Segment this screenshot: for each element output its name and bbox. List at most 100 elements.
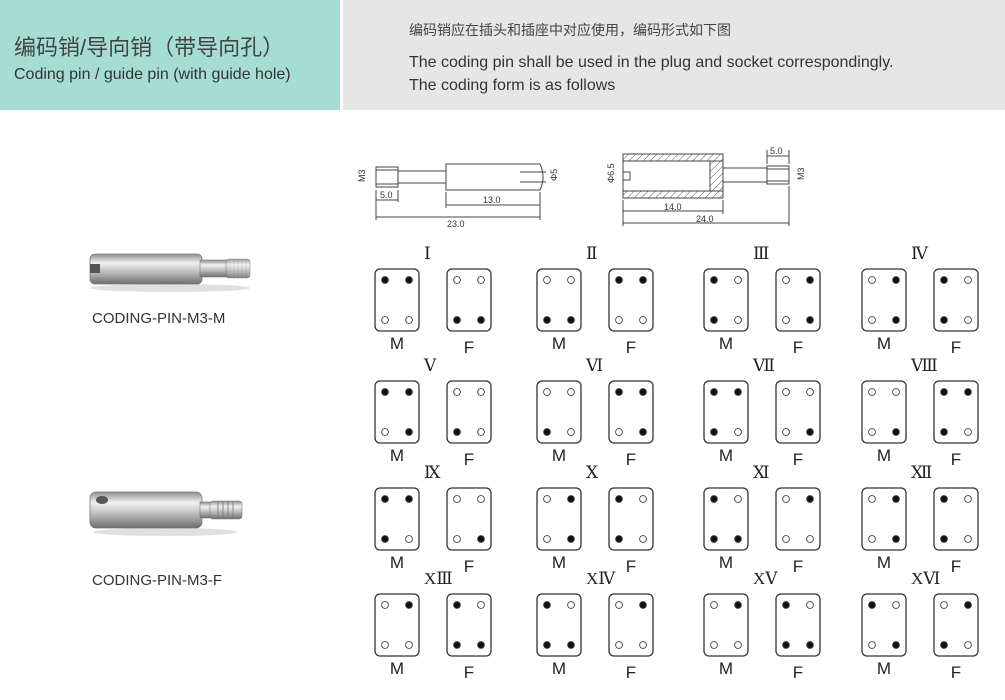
- female-label: F: [463, 450, 475, 469]
- code-roman-numeral: XⅥ: [911, 569, 941, 588]
- coding-pin-dot: [405, 428, 413, 436]
- connector-outline: [933, 268, 979, 332]
- connector-outline: [861, 593, 907, 657]
- empty-hole-dot: [734, 495, 742, 503]
- empty-hole-dot: [782, 428, 790, 436]
- code-roman-numeral: Ⅲ: [753, 244, 770, 263]
- coding-pin-dot: [453, 601, 461, 609]
- empty-hole-dot: [543, 388, 551, 396]
- empty-hole-dot: [782, 535, 790, 543]
- coding-pin-dot: [543, 641, 551, 649]
- coding-pin-dot: [710, 535, 718, 543]
- female-connector-pattern: [775, 487, 821, 551]
- female-connector-pattern: [608, 380, 654, 444]
- empty-hole-dot: [405, 641, 413, 649]
- connector-outline: [536, 487, 582, 551]
- connector-outline: [608, 593, 654, 657]
- header-title-panel: 编码销/导向销（带导向孔） Coding pin / guide pin (wi…: [0, 0, 340, 110]
- male-connector-pattern: [374, 593, 420, 657]
- connector-outline: [703, 380, 749, 444]
- connector-outline: [861, 380, 907, 444]
- male-connector-pattern: [374, 380, 420, 444]
- coding-pin-dot: [381, 388, 389, 396]
- female-connector-pattern: [446, 268, 492, 332]
- empty-hole-dot: [734, 316, 742, 324]
- coding-pin-dot: [734, 601, 742, 609]
- female-label: F: [792, 663, 804, 682]
- male-label: M: [718, 659, 734, 678]
- male-pin-photo: [89, 253, 251, 292]
- empty-hole-dot: [381, 428, 389, 436]
- empty-hole-dot: [405, 535, 413, 543]
- male-label: M: [551, 553, 567, 572]
- code-roman-numeral: Ⅺ: [753, 463, 770, 482]
- coding-pin-dot: [381, 495, 389, 503]
- female-label: F: [625, 663, 637, 682]
- coding-pin-dot: [940, 495, 948, 503]
- empty-hole-dot: [710, 641, 718, 649]
- male-connector-pattern: [861, 487, 907, 551]
- empty-hole-dot: [806, 388, 814, 396]
- coding-pin-dot: [567, 535, 575, 543]
- coding-pin-dot: [453, 641, 461, 649]
- male-pin-drawing: M3 Φ5 5.0 13.0 23.0: [357, 163, 559, 229]
- empty-hole-dot: [868, 428, 876, 436]
- female-label: F: [792, 338, 804, 357]
- male-connector-pattern: [861, 268, 907, 332]
- female-pin-drawing: Φ6.5 M3 5.0 14.0 24.0: [606, 146, 806, 226]
- connector-outline: [374, 268, 420, 332]
- coding-pin-dot: [615, 535, 623, 543]
- empty-hole-dot: [567, 276, 575, 284]
- female-connector-pattern: [608, 593, 654, 657]
- connector-outline: [446, 268, 492, 332]
- empty-hole-dot: [543, 495, 551, 503]
- coding-pin-dot: [892, 641, 900, 649]
- female-label: F: [792, 450, 804, 469]
- empty-hole-dot: [543, 535, 551, 543]
- empty-hole-dot: [477, 428, 485, 436]
- coding-pin-dot: [639, 428, 647, 436]
- connector-outline: [703, 593, 749, 657]
- male-label: M: [718, 446, 734, 465]
- connector-outline: [703, 268, 749, 332]
- empty-hole-dot: [868, 316, 876, 324]
- coding-pin-dot: [567, 641, 575, 649]
- empty-hole-dot: [964, 428, 972, 436]
- coding-pin-dot: [543, 316, 551, 324]
- connector-outline: [446, 593, 492, 657]
- coding-pin-dot: [615, 388, 623, 396]
- coding-pin-dot: [964, 601, 972, 609]
- male-connector-pattern: [861, 380, 907, 444]
- male-dim-1: 5.0: [380, 190, 393, 200]
- code-roman-numeral: XⅣ: [586, 569, 616, 588]
- code-roman-numeral: Ⅷ: [911, 356, 938, 375]
- female-dim-3: 24.0: [696, 214, 714, 224]
- empty-hole-dot: [639, 316, 647, 324]
- coding-pin-dot: [543, 428, 551, 436]
- coding-pin-dot: [710, 388, 718, 396]
- empty-hole-dot: [615, 316, 623, 324]
- male-label: M: [876, 334, 892, 353]
- coding-pin-dot: [639, 276, 647, 284]
- title-en: Coding pin / guide pin (with guide hole): [14, 66, 291, 83]
- empty-hole-dot: [477, 601, 485, 609]
- male-label: M: [718, 553, 734, 572]
- male-connector-pattern: [703, 487, 749, 551]
- female-connector-pattern: [446, 593, 492, 657]
- connector-outline: [933, 487, 979, 551]
- empty-hole-dot: [806, 535, 814, 543]
- empty-hole-dot: [453, 388, 461, 396]
- male-label: M: [718, 334, 734, 353]
- empty-hole-dot: [567, 388, 575, 396]
- female-connector-pattern: [608, 268, 654, 332]
- desc-cn: 编码销应在插头和插座中对应使用，编码形式如下图: [409, 22, 731, 38]
- empty-hole-dot: [615, 641, 623, 649]
- connector-outline: [775, 593, 821, 657]
- coding-pin-dot: [543, 601, 551, 609]
- female-pin-label: CODING-PIN-M3-F: [92, 572, 222, 589]
- empty-hole-dot: [782, 276, 790, 284]
- coding-pin-dot: [940, 276, 948, 284]
- male-connector-pattern: [374, 268, 420, 332]
- coding-pin-dot: [615, 495, 623, 503]
- empty-hole-dot: [453, 276, 461, 284]
